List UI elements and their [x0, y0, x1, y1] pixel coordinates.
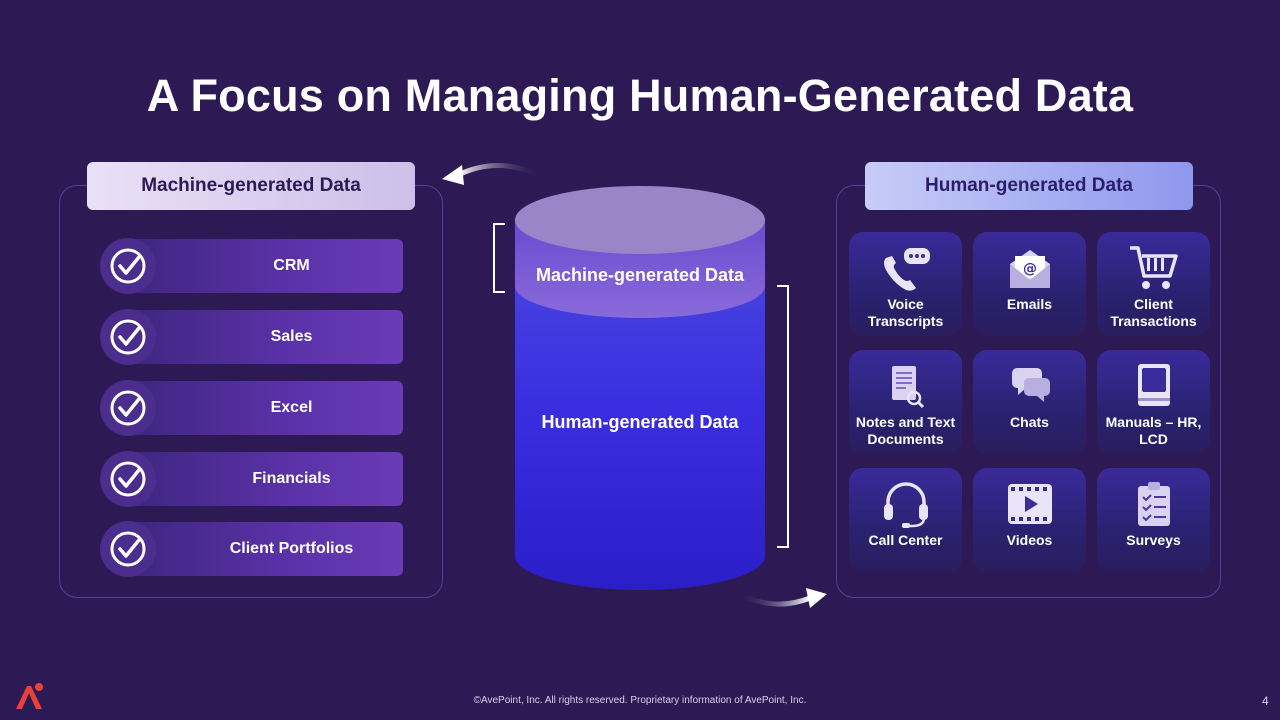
book-icon — [1124, 362, 1184, 410]
human-data-tile-label: Chats — [1010, 414, 1049, 430]
human-data-tile: Videos — [973, 468, 1086, 572]
check-circle-icon — [100, 309, 156, 365]
database-cylinder: Machine-generated Data Human-generated D… — [515, 186, 765, 591]
machine-data-item: CRM — [100, 238, 403, 294]
page-number: 4 — [1262, 694, 1269, 708]
human-data-tile: Client Transactions — [1097, 232, 1210, 336]
phone-chat-icon — [876, 244, 936, 292]
human-data-tile: @ Emails — [973, 232, 1086, 336]
shopping-cart-icon — [1124, 244, 1184, 292]
human-data-tile-label: Manuals – HR, LCD — [1105, 414, 1202, 447]
machine-bracket — [493, 223, 505, 293]
machine-data-item-label: Sales — [130, 310, 403, 364]
chat-bubbles-icon — [1000, 362, 1060, 410]
check-circle-icon — [100, 238, 156, 294]
database-machine-label: Machine-generated Data — [535, 265, 745, 285]
human-data-tile-label: Surveys — [1126, 532, 1181, 548]
svg-text:@: @ — [1023, 261, 1037, 277]
human-data-tile: Surveys — [1097, 468, 1210, 572]
human-data-tile-label: Client Transactions — [1110, 296, 1197, 329]
human-data-tile: Manuals – HR, LCD — [1097, 350, 1210, 454]
checklist-icon — [1124, 480, 1184, 528]
human-data-tile-label: Emails — [1006, 296, 1053, 312]
human-data-header: Human-generated Data — [865, 162, 1193, 210]
machine-data-header: Machine-generated Data — [87, 162, 415, 210]
arrow-to-human-icon — [736, 588, 827, 608]
machine-data-item-label: Financials — [130, 452, 403, 506]
human-bracket — [777, 285, 789, 548]
machine-data-item: Sales — [100, 309, 403, 365]
check-circle-icon — [100, 451, 156, 507]
envelope-icon: @ — [1000, 244, 1060, 292]
human-data-tile: Chats — [973, 350, 1086, 454]
machine-data-item-label: Excel — [130, 381, 403, 435]
human-data-tile-label: Voice Transcripts — [867, 296, 944, 329]
human-data-tile-label: Notes and Text Documents — [855, 414, 956, 447]
human-data-tile-label: Call Center — [868, 532, 943, 548]
machine-data-item: Client Portfolios — [100, 521, 403, 577]
footer-copyright: ©AvePoint, Inc. All rights reserved. Pro… — [473, 695, 807, 706]
video-film-icon — [1000, 480, 1060, 528]
document-search-icon — [876, 362, 936, 410]
human-data-tile: Call Center — [849, 468, 962, 572]
machine-data-item: Excel — [100, 380, 403, 436]
page-title: A Focus on Managing Human-Generated Data — [146, 70, 1134, 121]
human-data-tile: Voice Transcripts — [849, 232, 962, 336]
headset-icon — [876, 480, 936, 528]
machine-data-item: Financials — [100, 451, 403, 507]
machine-data-item-label: CRM — [130, 239, 403, 293]
human-data-tile: Notes and Text Documents — [849, 350, 962, 454]
check-circle-icon — [100, 380, 156, 436]
machine-data-item-label: Client Portfolios — [130, 522, 403, 576]
check-circle-icon — [100, 521, 156, 577]
avepoint-logo-icon — [16, 683, 43, 709]
arrow-to-machine-icon — [442, 163, 544, 185]
human-data-tile-label: Videos — [1006, 532, 1053, 548]
database-human-label: Human-generated Data — [541, 412, 739, 432]
